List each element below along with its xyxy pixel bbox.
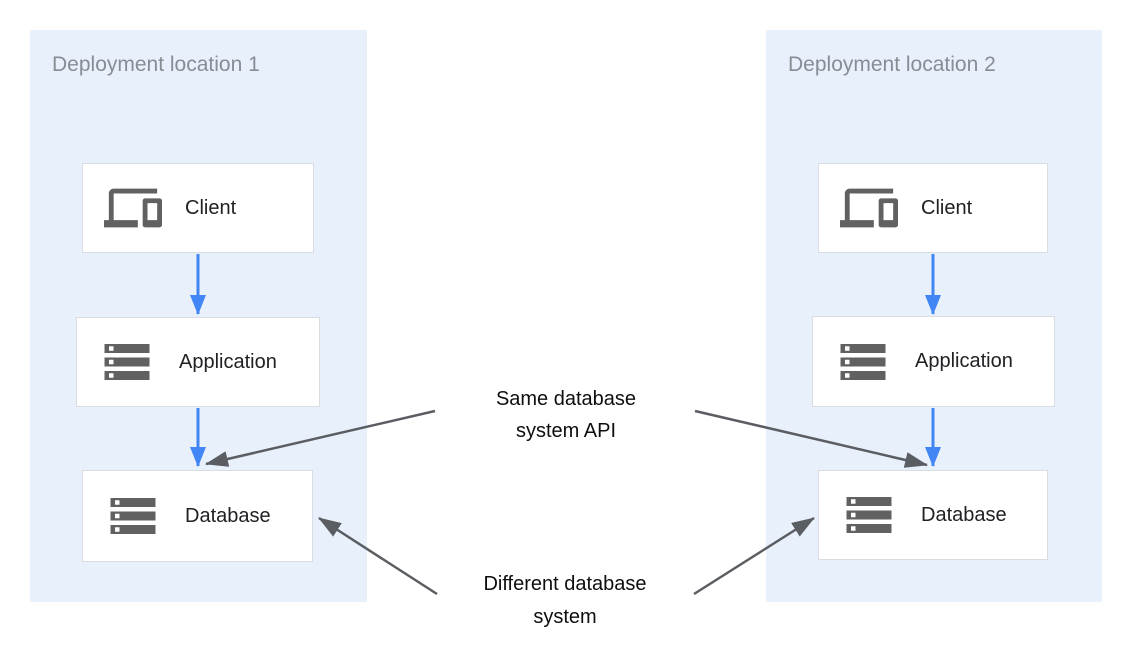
annotation-line: Same database	[495, 388, 637, 410]
devices-icon	[835, 179, 903, 237]
annotation-same-database-api: Same database system API	[466, 383, 666, 447]
node-application: Application	[812, 316, 1055, 407]
node-application: Application	[76, 317, 320, 407]
panel-title: Deployment location 2	[788, 53, 996, 76]
node-label: Application	[915, 350, 1013, 372]
storage-icon	[835, 488, 903, 542]
storage-icon	[829, 335, 897, 389]
node-client: Client	[818, 163, 1048, 253]
annotation-line: system	[533, 606, 597, 628]
node-label: Application	[179, 350, 277, 373]
node-database: Database	[818, 470, 1048, 560]
annotation-line: system API	[515, 420, 617, 442]
node-client: Client	[82, 163, 314, 253]
node-label: Database	[185, 504, 271, 527]
annotation-different-database-system: Different database system	[455, 568, 675, 634]
storage-icon	[99, 489, 167, 543]
storage-icon	[93, 335, 161, 389]
node-label: Client	[921, 196, 973, 219]
panel-title: Deployment location 1	[52, 53, 260, 76]
devices-icon	[99, 179, 167, 237]
node-label: Client	[185, 196, 237, 219]
annotation-line: Different database	[483, 573, 647, 595]
node-database: Database	[82, 470, 313, 562]
node-label: Database	[921, 503, 1007, 526]
